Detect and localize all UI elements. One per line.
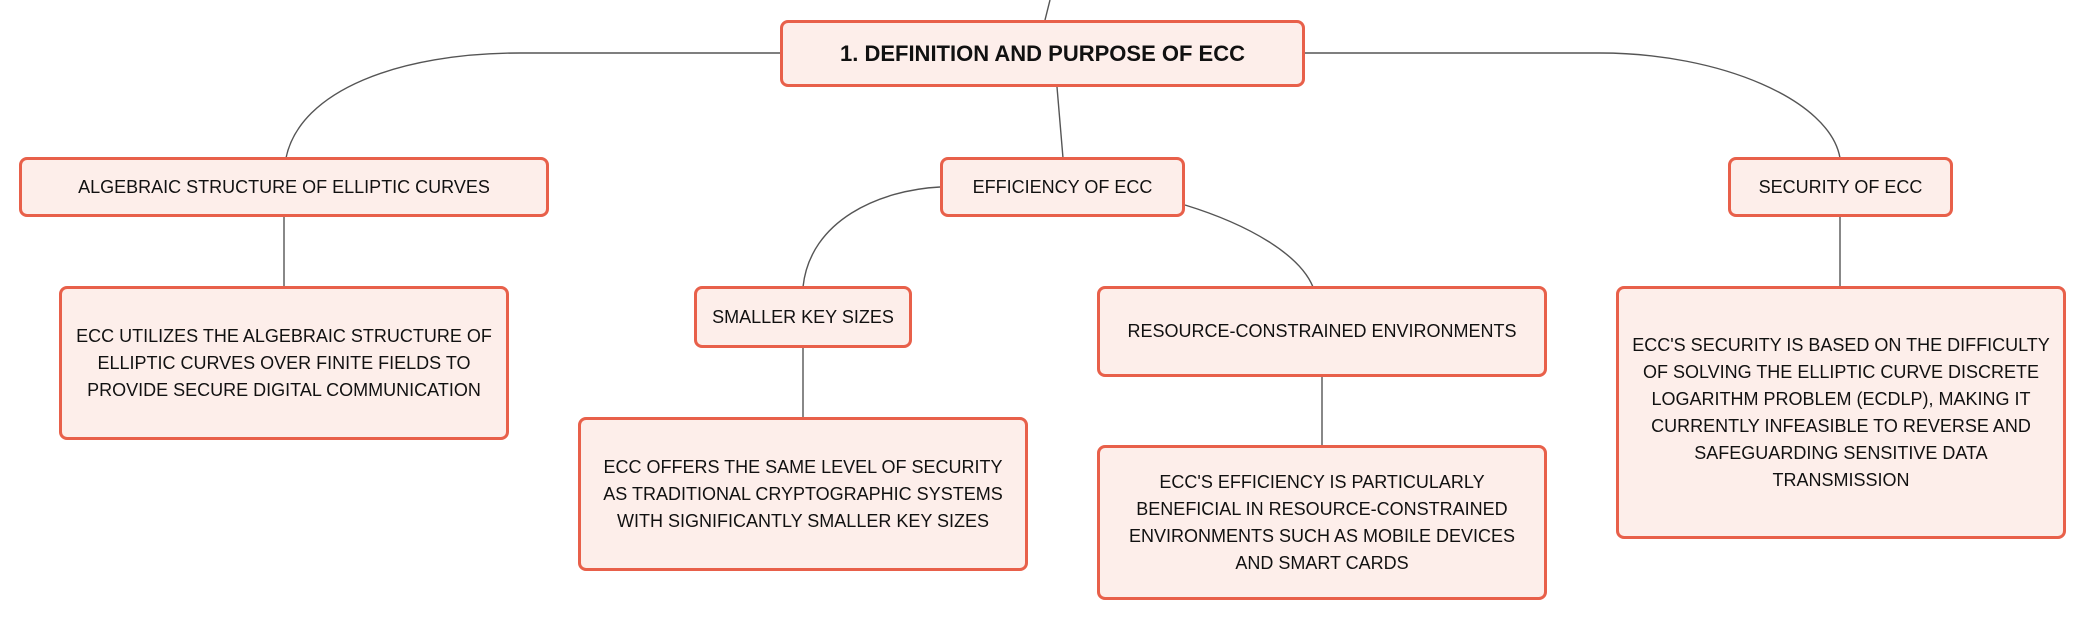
connector-efficiency-to-smaller-keys xyxy=(802,186,941,288)
sub-smaller-key-sizes-label: SMALLER KEY SIZES xyxy=(712,306,894,327)
leaf-smaller-key-sizes[interactable]: ECC OFFERS THE SAME LEVEL OF SECURITY AS… xyxy=(578,417,1028,571)
connector-root-to-algebraic xyxy=(285,52,780,159)
branch-security-label: SECURITY OF ECC xyxy=(1758,176,1923,197)
connector-root-to-security xyxy=(1305,52,1841,159)
branch-algebraic-structure-label: ALGEBRAIC STRUCTURE OF ELLIPTIC CURVES xyxy=(78,176,490,197)
root-node[interactable]: 1. DEFINITION AND PURPOSE OF ECC xyxy=(780,20,1305,87)
leaf-resource-constrained[interactable]: ECC'S EFFICIENCY IS PARTICULARLY BENEFIC… xyxy=(1097,445,1547,600)
connector-efficiency-to-resource xyxy=(1184,204,1314,288)
connector-parent-to-root xyxy=(1044,0,1051,21)
branch-efficiency-label: EFFICIENCY OF ECC xyxy=(972,176,1153,197)
leaf-algebraic-structure[interactable]: ECC UTILIZES THE ALGEBRAIC STRUCTURE OF … xyxy=(59,286,509,440)
branch-efficiency[interactable]: EFFICIENCY OF ECC xyxy=(940,157,1185,217)
leaf-algebraic-structure-text: ECC UTILIZES THE ALGEBRAIC STRUCTURE OF … xyxy=(76,325,492,400)
sub-smaller-key-sizes[interactable]: SMALLER KEY SIZES xyxy=(694,286,912,348)
branch-algebraic-structure[interactable]: ALGEBRAIC STRUCTURE OF ELLIPTIC CURVES xyxy=(19,157,549,217)
branch-security[interactable]: SECURITY OF ECC xyxy=(1728,157,1953,217)
leaf-security-text: ECC'S SECURITY IS BASED ON THE DIFFICULT… xyxy=(1632,334,2050,490)
root-node-label: 1. DEFINITION AND PURPOSE OF ECC xyxy=(839,41,1245,66)
leaf-resource-constrained-text: ECC'S EFFICIENCY IS PARTICULARLY BENEFIC… xyxy=(1128,471,1516,573)
sub-resource-constrained[interactable]: RESOURCE-CONSTRAINED ENVIRONMENTS xyxy=(1097,286,1547,377)
sub-resource-constrained-label: RESOURCE-CONSTRAINED ENVIRONMENTS xyxy=(1127,321,1517,341)
leaf-smaller-key-sizes-text: ECC OFFERS THE SAME LEVEL OF SECURITY AS… xyxy=(603,456,1003,531)
connector-root-to-efficiency xyxy=(1056,86,1064,159)
leaf-security[interactable]: ECC'S SECURITY IS BASED ON THE DIFFICULT… xyxy=(1616,286,2066,539)
